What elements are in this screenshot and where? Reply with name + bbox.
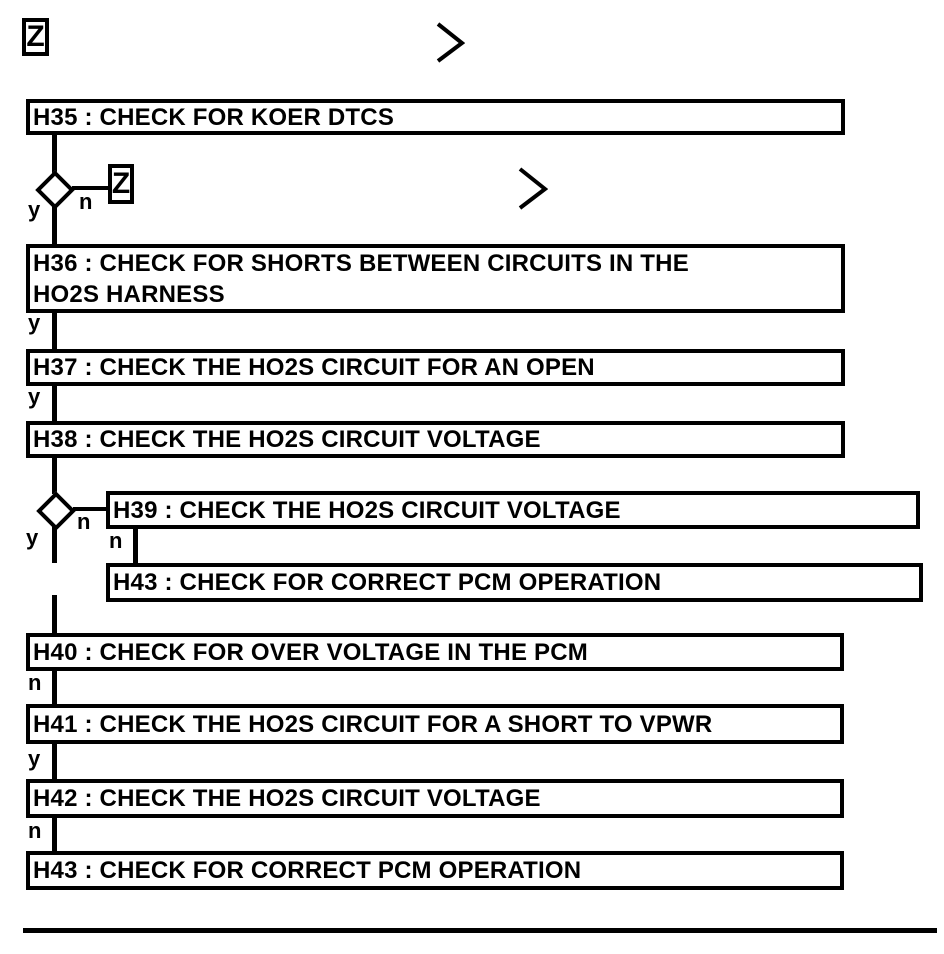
step-label: H36 : CHECK FOR SHORTS BETWEEN CIRCUITS … [33,249,689,277]
connector-line [52,742,57,782]
step-label: H41 : CHECK THE HO2S CIRCUIT FOR A SHORT… [33,710,713,738]
offpage-connector-glyph: Z [26,20,45,53]
step-box-h36[interactable]: H36 : CHECK FOR SHORTS BETWEEN CIRCUITS … [26,244,845,313]
branch-label-no: n [109,528,123,553]
step-label: H35 : CHECK FOR KOER DTCS [33,103,395,131]
step-label: HO2S HARNESS [33,280,225,308]
connector-line [52,133,57,175]
step-label: H43 : CHECK FOR CORRECT PCM OPERATION [113,569,662,596]
branch-label-yes: y [28,746,41,771]
connector-line [52,456,57,494]
connector-line [73,507,109,511]
connector-line [52,595,57,635]
decision-diamond-h35 [35,170,75,210]
chevron-right-icon [436,22,465,63]
branch-label-no: n [79,189,93,214]
branch-label-no: n [28,818,42,843]
offpage-connector-icon[interactable]: Z [22,18,49,56]
branch-label-no: n [28,670,42,695]
branch-label-yes: y [28,384,41,409]
step-label: H37 : CHECK THE HO2S CIRCUIT FOR AN OPEN [33,354,595,381]
step-label: H40 : CHECK FOR OVER VOLTAGE IN THE PCM [33,638,588,666]
step-box-h43-lower[interactable]: H43 : CHECK FOR CORRECT PCM OPERATION [26,851,844,890]
connector-line [52,206,57,248]
branch-label-yes: y [28,197,41,222]
branch-label-no: n [77,509,91,534]
step-box-h39[interactable]: H39 : CHECK THE HO2S CIRCUIT VOLTAGE [106,491,920,529]
offpage-connector-glyph: Z [111,167,131,200]
branch-label-yes: y [26,525,39,550]
step-label: H43 : CHECK FOR CORRECT PCM OPERATION [33,857,582,884]
connector-line [52,384,57,424]
connector-line [133,527,138,565]
connector-line [52,310,57,352]
decision-diamond-h38 [36,491,76,531]
step-label: H39 : CHECK THE HO2S CIRCUIT VOLTAGE [113,496,621,524]
step-label: H38 : CHECK THE HO2S CIRCUIT VOLTAGE [33,426,541,453]
step-box-h38[interactable]: H38 : CHECK THE HO2S CIRCUIT VOLTAGE [26,421,845,458]
step-box-h41[interactable]: H41 : CHECK THE HO2S CIRCUIT FOR A SHORT… [26,704,844,744]
branch-label-yes: y [28,310,41,335]
connector-line [52,816,57,854]
step-label: H42 : CHECK THE HO2S CIRCUIT VOLTAGE [33,785,541,812]
connector-line [52,670,57,707]
step-box-h40[interactable]: H40 : CHECK FOR OVER VOLTAGE IN THE PCM [26,633,844,671]
bottom-divider [23,928,937,933]
chevron-right-icon [518,167,548,210]
connector-line [72,186,110,190]
offpage-connector-icon[interactable]: Z [108,164,134,204]
step-box-h42[interactable]: H42 : CHECK THE HO2S CIRCUIT VOLTAGE [26,779,844,818]
step-box-h37[interactable]: H37 : CHECK THE HO2S CIRCUIT FOR AN OPEN [26,349,845,386]
step-box-h43-upper[interactable]: H43 : CHECK FOR CORRECT PCM OPERATION [106,563,923,602]
connector-line [52,526,57,563]
step-box-h35[interactable]: H35 : CHECK FOR KOER DTCS [26,99,845,135]
